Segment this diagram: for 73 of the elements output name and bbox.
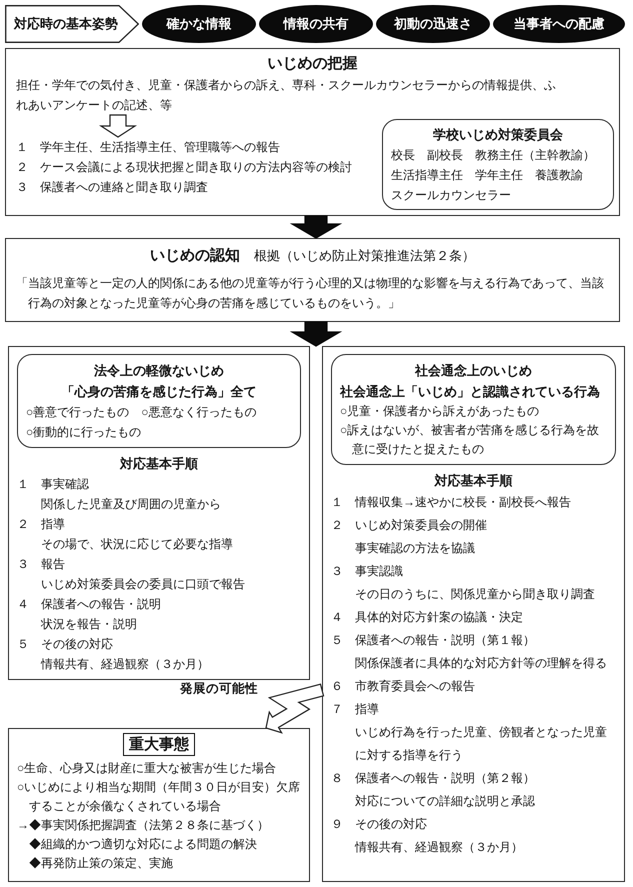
step-title: ４ 保護者への報告・説明: [17, 596, 161, 613]
box-subheading: 社会通念上「いじめ」と認識されている行為: [340, 383, 600, 401]
step-title: ２ ケース会議による現状把握と聞き取りの方法内容等の検討: [16, 159, 352, 176]
section-heading: いじめの認知: [150, 247, 240, 264]
step-description: その場で、状況に応じて必要な指導: [41, 536, 233, 553]
step-description: 情報共有、経過観察（３か月）: [355, 839, 523, 856]
section-heading: いじめの把握: [268, 54, 358, 74]
step-description: いじめ対策委員会の委員に口頭で報告: [41, 576, 245, 593]
definition-quote: 「当該児童等と一定の人的関係にある他の児童等が行う心理的又は物理的な影響を与える行為であって、当該行為の対象となった児童等が心身の苦痛を感じているものをいう。」: [16, 275, 605, 312]
bullet-item: ○いじめにより相当な期間（年間３０日が目安）欠席することが余儀なくされている場合: [17, 779, 301, 815]
step-title: ５ その後の対応: [17, 636, 113, 653]
text-line: 校長 副校長 教務主任（主幹教諭）: [391, 147, 595, 164]
bullet-item: ○善意で行ったもの: [26, 404, 130, 421]
bullet-item: ○衝動的に行ったもの: [26, 424, 142, 441]
step-description: 状況を報告・説明: [41, 616, 137, 633]
step-description: 情報共有、経過観察（３か月）: [41, 656, 209, 673]
legal-basis-text: 根拠（いじめ防止対策推進法第２条）: [254, 248, 475, 263]
text-line: 生活指導主任 学年主任 養護教諭: [391, 167, 583, 184]
column-box: [322, 346, 625, 882]
step-title: ３ 報告: [17, 556, 65, 573]
tag-text: 初動の迅速さ: [394, 15, 472, 33]
column-box: [8, 346, 310, 680]
step-title: ２ いじめ対策委員会の開催: [331, 517, 487, 534]
step-title: １ 学年主任、生活指導主任、管理職等への報告: [16, 139, 280, 156]
rounded-box: [331, 354, 616, 465]
section-box: [8, 728, 310, 882]
bullet-item: ○訴えはないが、被害者が苦痛を感じる行為を故意に受けたと捉えたもの: [340, 422, 600, 458]
block-arrow: [290, 215, 342, 239]
action-item: ◆組織的かつ適切な対応による問題の解決: [29, 836, 257, 853]
box-subheading: 「心身の苦痛を感じた行為」全て: [62, 383, 256, 401]
step-title: ９ その後の対応: [331, 816, 427, 833]
bullet-item: ○児童・保護者から訴えがあったもの: [340, 403, 540, 420]
step-title: １ 情報収集→速やかに校長・副校長へ報告: [331, 494, 571, 511]
banner-text: 対応時の基本姿勢: [14, 15, 118, 33]
zigzag-arrow: [265, 683, 324, 734]
action-item: →◆事実関係把握調査（法第２８条に基づく）: [17, 817, 269, 834]
box-heading: 法令上の軽微ないじめ: [94, 362, 224, 380]
rounded-box: [382, 119, 614, 210]
box-heading: 学校いじめ対策委員会: [433, 126, 563, 144]
step-description: 事実確認の方法を協議: [355, 540, 475, 557]
step-title: ４ 具体的対応方針案の協議・決定: [331, 609, 523, 626]
step-description: 関係した児童及び周囲の児童から: [41, 496, 221, 513]
action-item: ◆再発防止策の策定、実施: [29, 855, 173, 872]
edge-label: 発展の可能性: [178, 680, 260, 698]
pentagon-banner: [5, 5, 139, 43]
box-heading: 対応基本手順: [120, 455, 198, 473]
text-line: 担任・学年での気付き、児童・保護者からの訴え、専科・スクールカウンセラーからの情報提供、ふれあいアンケートの記述、等: [16, 75, 557, 115]
step-title: ３ 保護者への連絡と聞き取り調査: [16, 179, 208, 196]
step-title: ８ 保護者への報告・説明（第２報）: [331, 770, 535, 787]
step-description: その日のうちに、関係児童から聞き取り調査: [355, 586, 595, 603]
block-arrow: [290, 321, 342, 347]
hollow-arrow: [98, 114, 138, 138]
box-heading: 対応基本手順: [434, 472, 512, 490]
step-title: ５ 保護者への報告・説明（第１報）: [331, 632, 535, 649]
bullet-item: ○生命、心身又は財産に重大な被害が生じた場合: [17, 760, 276, 777]
bullet-item: ○悪意なく行ったもの: [141, 404, 256, 421]
step-title: １ 事実確認: [17, 476, 89, 493]
tag-text: 情報の共有: [284, 15, 348, 33]
step-description: 関係保護者に具体的な対応方針等の理解を得る: [355, 655, 607, 672]
step-description: いじめ行為を行った児童、傍観者となった児童に対する指導を行う: [355, 724, 608, 764]
tag-text: 当事者への配慮: [514, 15, 604, 33]
section-box: [5, 238, 620, 322]
box-heading: 社会通念上のいじめ: [415, 362, 532, 380]
text-line: スクールカウンセラー: [391, 187, 511, 204]
tag-text: 確かな情報: [166, 15, 232, 33]
rounded-box: [17, 354, 301, 448]
step-title: ６ 市教育委員会への報告: [331, 678, 475, 695]
step-title: ３ 事実認識: [331, 563, 403, 580]
step-description: 対応についての詳細な説明と承認: [355, 793, 535, 810]
step-title: ７ 指導: [331, 701, 379, 718]
boxed-heading: 重大事態: [123, 733, 195, 756]
step-title: ２ 指導: [17, 516, 65, 533]
section-box: [5, 48, 620, 216]
